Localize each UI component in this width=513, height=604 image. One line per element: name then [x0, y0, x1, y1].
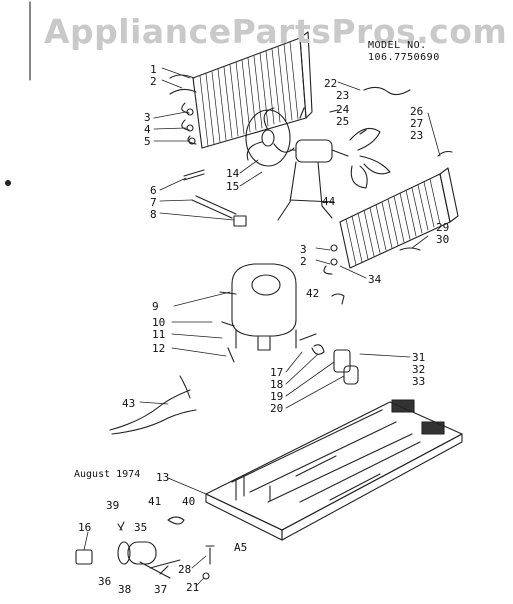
- refrigerant-tube: [363, 86, 411, 96]
- compressor: [219, 263, 317, 363]
- callout-5: 5: [144, 135, 151, 148]
- callout-14: 14: [226, 167, 240, 180]
- callout-40: 40: [182, 495, 196, 508]
- callout-8: 8: [150, 208, 157, 221]
- bottom-parts: [75, 516, 215, 580]
- callout-23: 23: [336, 89, 350, 102]
- callout-9: 9: [152, 300, 159, 313]
- callout-22: 22: [324, 77, 338, 90]
- leader-lines: [83, 67, 441, 587]
- model-label: MODEL NO.: [368, 40, 427, 51]
- callout-41: 41: [148, 495, 162, 508]
- tube-fitting: [437, 150, 453, 157]
- binding-dot: [4, 179, 12, 187]
- callout-43: 43: [122, 397, 136, 410]
- upper-coil: [169, 31, 313, 149]
- callout-20: 20: [270, 402, 284, 415]
- callout-29: 29: [436, 221, 450, 234]
- callout-30: 30: [436, 233, 450, 246]
- callout-10: 10: [152, 316, 166, 329]
- callout-38: 38: [118, 583, 132, 596]
- callout-34: 34: [368, 273, 382, 286]
- date-label: August 1974: [74, 469, 141, 480]
- callout-36: 36: [98, 575, 112, 588]
- callout-a5: A5: [234, 541, 248, 554]
- watermark: AppliancePartsPros.com: [44, 12, 508, 51]
- callout-26: 26: [410, 105, 424, 118]
- foam-pad-33: [421, 421, 445, 435]
- mounting-brackets: [183, 169, 237, 219]
- callout-32: 32: [412, 363, 426, 376]
- callout-37: 37: [154, 583, 168, 596]
- callout-7: 7: [150, 196, 157, 209]
- callout-3b: 3: [300, 243, 307, 256]
- callout-6: 6: [150, 184, 157, 197]
- callout-15: 15: [226, 180, 240, 193]
- lower-coil: [323, 167, 459, 275]
- callout-44: 44: [322, 195, 336, 208]
- callout-27: 27: [410, 117, 424, 130]
- callout-24: 24: [336, 103, 350, 116]
- callout-2: 2: [150, 75, 157, 88]
- callout-11: 11: [152, 328, 166, 341]
- clips: [311, 293, 345, 355]
- callout-28: 28: [178, 563, 192, 576]
- callout-23b: 23: [410, 129, 424, 142]
- callout-18: 18: [270, 378, 284, 391]
- wire-harness: [109, 375, 197, 435]
- fan-motor-assembly: [245, 107, 391, 221]
- callout-16: 16: [78, 521, 92, 534]
- callout-31: 31: [412, 351, 426, 364]
- overload-protector: [343, 365, 359, 385]
- callout-2b: 2: [300, 255, 307, 268]
- model-number: 106.7750690: [368, 52, 440, 63]
- relay-cover: [333, 349, 351, 373]
- callout-19: 19: [270, 390, 284, 403]
- callout-1: 1: [150, 63, 157, 76]
- callout-33: 33: [412, 375, 426, 388]
- callout-42: 42: [306, 287, 320, 300]
- base-pan: [205, 401, 463, 541]
- callout-3: 3: [144, 111, 151, 124]
- callout-25: 25: [336, 115, 350, 128]
- callout-13: 13: [156, 471, 170, 484]
- callout-39: 39: [106, 499, 120, 512]
- callout-12: 12: [152, 342, 166, 355]
- callout-4: 4: [144, 123, 151, 136]
- foam-pad-32: [391, 399, 415, 413]
- callout-35: 35: [134, 521, 148, 534]
- callout-21: 21: [186, 581, 200, 594]
- callout-17: 17: [270, 366, 284, 379]
- grommet: [233, 215, 247, 227]
